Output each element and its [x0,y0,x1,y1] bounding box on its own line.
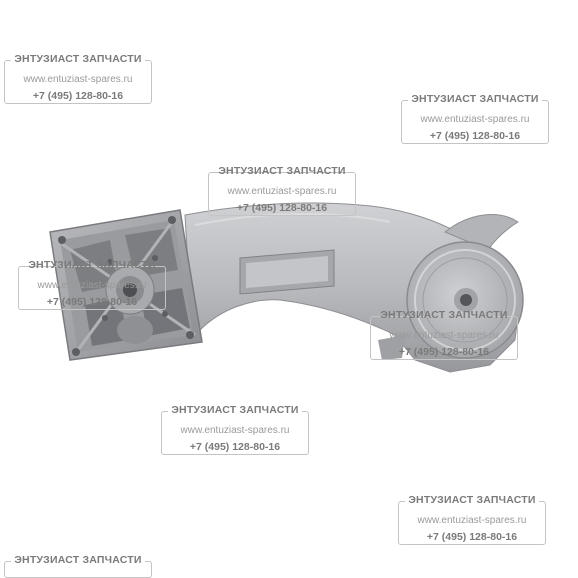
watermark-brand: ЭНТУЗИАСТ ЗАПЧАСТИ [405,494,539,506]
watermark: ЭНТУЗИАСТ ЗАПЧАСТИ www.entuziast-spares.… [398,493,546,545]
watermark: ЭНТУЗИАСТ ЗАПЧАСТИ www.entuziast-spares.… [208,164,356,216]
watermark-phone: +7 (495) 128-80-16 [46,296,138,308]
watermark-phone: +7 (495) 128-80-16 [426,130,524,142]
output-disc [406,241,524,359]
watermark-phone: +7 (495) 128-80-16 [236,202,328,214]
mounting-plate [49,209,203,361]
watermark-brand: ЭНТУЗИАСТ ЗАПЧАСТИ [380,309,508,321]
watermark-brand: ЭНТУЗИАСТ ЗАПЧАСТИ [11,53,145,65]
watermark: ЭНТУЗИАСТ ЗАПЧАСТИ www.entuziast-spares.… [161,403,309,455]
watermark-phone: +7 (495) 128-80-16 [186,441,284,453]
watermark-brand: ЭНТУЗИАСТ ЗАПЧАСТИ [408,93,542,105]
watermark-site: www.entuziast-spares.ru [420,114,530,125]
watermark-site: www.entuziast-spares.ru [37,280,147,291]
watermark: ЭНТУЗИАСТ ЗАПЧАСТИ www.entuziast-spares.… [401,92,549,144]
watermark-brand: ЭНТУЗИАСТ ЗАПЧАСТИ [218,165,346,177]
watermark-brand: ЭНТУЗИАСТ ЗАПЧАСТИ [168,404,302,416]
watermark: ЭНТУЗИАСТ ЗАПЧАСТИ www.entuziast-spares.… [4,52,152,104]
watermark-site: www.entuziast-spares.ru [180,425,290,436]
watermark-site: www.entuziast-spares.ru [389,330,499,341]
watermark-brand: ЭНТУЗИАСТ ЗАПЧАСТИ [11,554,145,566]
watermark-phone: +7 (495) 128-80-16 [29,90,127,102]
watermark-site: www.entuziast-spares.ru [23,74,133,85]
watermark: ЭНТУЗИАСТ ЗАПЧАСТИ [4,553,152,578]
watermark-phone: +7 (495) 128-80-16 [423,531,521,543]
watermark-site: www.entuziast-spares.ru [227,186,337,197]
watermark: ЭНТУЗИАСТ ЗАПЧАСТИ www.entuziast-spares.… [18,258,166,310]
watermark-site: www.entuziast-spares.ru [417,515,527,526]
watermark-phone: +7 (495) 128-80-16 [398,346,490,358]
watermark: ЭНТУЗИАСТ ЗАПЧАСТИ www.entuziast-spares.… [370,308,518,360]
watermark-brand: ЭНТУЗИАСТ ЗАПЧАСТИ [28,259,156,271]
